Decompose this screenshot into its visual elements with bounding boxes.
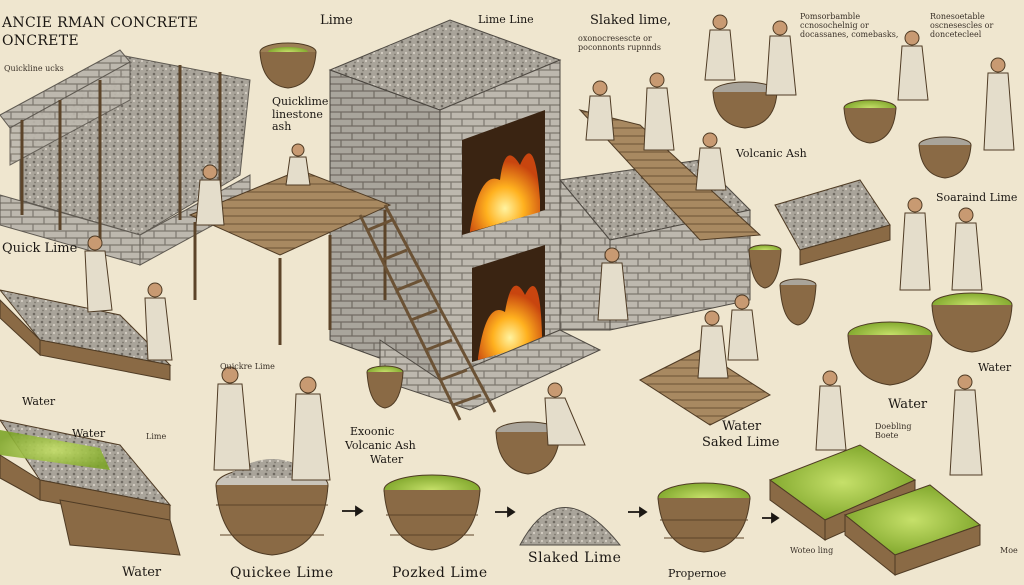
lime-small-label: Lime (146, 432, 167, 441)
water-label-2: Water (72, 427, 106, 440)
woteo-label: Woteo ling (790, 546, 834, 555)
slaked-lime-bottom-label: Slaked Lime (528, 550, 622, 566)
worker (765, 20, 797, 96)
workers (84, 14, 1015, 481)
page-title: ANCIE RMAN CONCRETE ONCRETE (2, 14, 198, 50)
quickee-lime-label: Quickee Lime (230, 565, 334, 581)
worker (195, 164, 225, 226)
worker (84, 235, 113, 313)
water-slaked-label: Water (722, 419, 762, 434)
worker (897, 30, 929, 101)
arrow-right-icon (342, 505, 364, 517)
volcanic-ash-label: Volcanic Ash (736, 147, 807, 160)
drying-troughs (0, 289, 181, 556)
slaked-lime-tub (657, 482, 751, 553)
worker (695, 132, 727, 191)
slaked-lime-note: oxonocresescte or poconnonts rupnnds (578, 34, 661, 53)
pozzolanic-note-2: Ronesoetable oscnesescles or donceteclee… (930, 12, 994, 40)
pozked-lime-label: Pozked Lime (392, 565, 488, 581)
worker (983, 57, 1015, 151)
volcanic-ash-water-label: Volcanic Ash (345, 439, 416, 452)
water-mid-label: Water (370, 453, 404, 466)
arrow-right-icon (762, 512, 780, 524)
lime-line-label: Lime Line (478, 13, 534, 26)
moe-label: Moe (1000, 546, 1018, 555)
worker (815, 370, 847, 451)
pozzolanic-note: Pomsorbamble ccnosochelnig or docassanes… (800, 12, 899, 40)
wooden-ramp (578, 109, 772, 426)
title-line-1: ANCIE RMAN CONCRETE (2, 15, 199, 31)
saked-lime-label: Saked Lime (702, 435, 780, 450)
title-line-2: ONCRETE (2, 33, 79, 50)
worker (899, 197, 931, 291)
water-right-label: Water (888, 397, 928, 412)
worker (285, 143, 311, 186)
quicklime-ash-label: Quicklime linestone ash (272, 95, 329, 134)
exoonic-label: Exoonic (350, 425, 395, 438)
propernoe-label: Propernoe (668, 567, 727, 580)
small-barrel (366, 365, 404, 409)
worker (144, 282, 173, 361)
quicklime-tub (215, 459, 329, 556)
doebling-label: Doebling Boete (875, 422, 912, 441)
lime-pot (259, 42, 317, 89)
soaking-lime-label: Soaraind Lime (936, 191, 1018, 204)
quick-lime-label: Quick Lime (2, 241, 78, 256)
ladder (358, 204, 497, 421)
quickre-lime-label: Quickre Lime (220, 362, 275, 371)
worker (697, 310, 729, 379)
worker (643, 72, 675, 151)
worker (704, 14, 736, 81)
slaked-lime-label: Slaked lime, (590, 13, 672, 28)
quicklime-note: Quickline ucks (4, 64, 64, 73)
worker (213, 366, 251, 471)
worker (544, 382, 586, 446)
wooden-scaffold (188, 169, 497, 421)
worker (949, 374, 983, 476)
water-top-right-label: Water (978, 361, 1012, 374)
worker (597, 247, 629, 321)
process-sequence (215, 365, 780, 556)
arrow-right-icon (495, 506, 516, 518)
pozzolana-tub (383, 474, 481, 551)
water-bottom-label: Water (122, 565, 162, 580)
water-label-1: Water (22, 395, 56, 408)
arrow-right-icon (628, 506, 648, 518)
worker (291, 376, 331, 481)
right-tubs (712, 81, 1013, 577)
worker (585, 80, 615, 141)
worker (951, 207, 983, 291)
ash-pile (519, 507, 622, 546)
lime-kiln (328, 19, 752, 411)
lime-label: Lime (320, 13, 353, 28)
worker (727, 294, 759, 361)
